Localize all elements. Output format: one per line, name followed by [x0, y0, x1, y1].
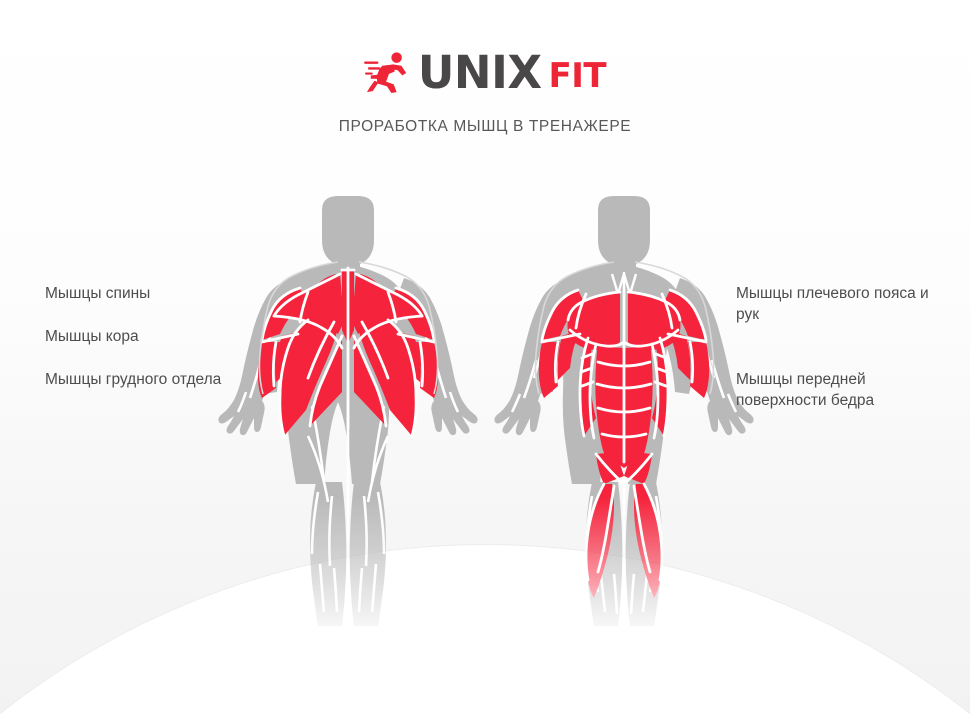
anterior-outline [534, 261, 715, 395]
posterior-body-figure [216, 196, 481, 626]
brand-name-secondary: FIT [548, 56, 607, 96]
right-label-list: Мышцы плечевого пояса и рук Мышцы передн… [736, 283, 936, 411]
label-core-muscles: Мышцы кора [45, 328, 139, 345]
label-shoulder-girdle-and-arms: Мышцы плечевого пояса и рук [736, 285, 929, 323]
runner-icon [363, 52, 407, 94]
label-chest-region-muscles: Мышцы грудного отдела [45, 371, 222, 388]
label-back-muscles: Мышцы спины [45, 285, 151, 302]
left-label-list: Мышцы спины Мышцы кора Мышцы грудного от… [45, 283, 260, 390]
background-arc-decoration [0, 545, 970, 728]
posterior-body-svg [218, 196, 478, 626]
posterior-highlight-striations [260, 266, 436, 438]
anterior-body-svg [494, 196, 754, 626]
label-front-thigh-surface: Мышцы передней поверхности бедра [736, 371, 875, 409]
brand-name-primary: UNIX [417, 45, 542, 99]
poster-subtitle: ПРОРАБОТКА МЫШЦ В ТРЕНАЖЕРЕ [338, 118, 632, 135]
anterior-body-figure [492, 196, 757, 626]
posterior-outline [258, 261, 439, 395]
anterior-highlight-striations [540, 286, 708, 582]
